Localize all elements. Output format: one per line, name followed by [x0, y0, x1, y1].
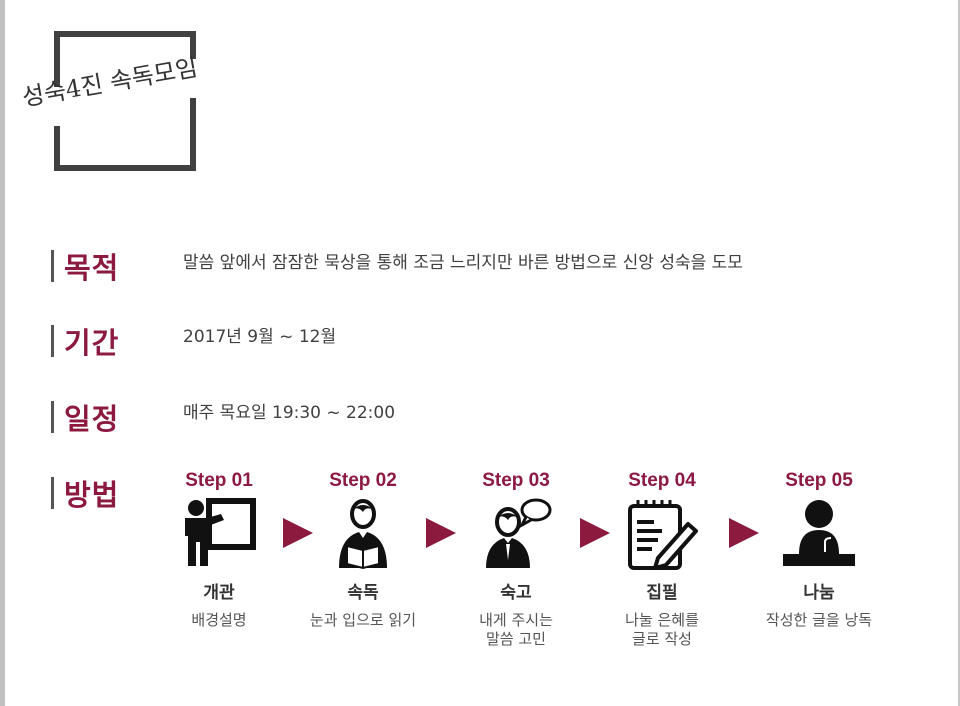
step-name: 속독	[347, 583, 379, 603]
arrow-right-icon	[729, 518, 759, 548]
step-description-line: 글로 작성	[632, 630, 692, 648]
step-description-line: 배경설명	[191, 611, 247, 629]
section-purpose-text: 말씀 앞에서 잠잠한 묵상을 통해 조금 느리지만 바른 방법으로 신앙 성숙을…	[183, 253, 743, 273]
arrow-right-icon	[580, 518, 610, 548]
left-edge-border	[0, 0, 5, 706]
step-description-line: 내게 주시는	[479, 611, 553, 629]
section-schedule: 일정	[51, 396, 119, 438]
step-description-line: 나눌 은혜를	[625, 611, 699, 629]
frame-right-upper	[190, 31, 196, 59]
step-name: 나눔	[803, 583, 835, 603]
section-label: 일정	[64, 402, 120, 436]
frame-top	[54, 31, 196, 37]
frame-left-lower	[54, 126, 60, 171]
step-name: 개관	[203, 583, 235, 603]
step-description: 내게 주시는 말씀 고민	[441, 611, 591, 649]
step-name: 집필	[646, 583, 678, 603]
step-03: Step 03 숙고 내게 주시는 말씀 고민	[441, 468, 591, 649]
section-purpose: 목적	[51, 245, 119, 287]
section-bar	[51, 325, 54, 357]
frame-bottom	[54, 165, 196, 171]
section-schedule-text: 매주 목요일 19:30 ~ 22:00	[183, 403, 396, 423]
step-description: 눈과 입으로 읽기	[288, 611, 438, 630]
frame-left-upper	[54, 31, 60, 87]
step-description-line: 눈과 입으로 읽기	[309, 611, 417, 629]
speaker-podium-icon	[779, 498, 859, 572]
step-description: 작성한 글을 낭독	[744, 611, 894, 630]
step-description: 배경설명	[144, 611, 294, 630]
section-method: 방법	[51, 472, 119, 514]
section-bar	[51, 250, 54, 282]
step-number: Step 04	[628, 470, 696, 491]
section-label: 기간	[64, 326, 120, 360]
step-description: 나눌 은혜를 글로 작성	[587, 611, 737, 649]
step-01: Step 01 개관 배경설명	[144, 468, 294, 630]
right-edge-border	[958, 0, 960, 706]
arrow-right-icon	[283, 518, 313, 548]
person-speech-bubble-icon	[476, 498, 556, 572]
step-05: Step 05 나눔 작성한 글을 낭독	[744, 468, 894, 630]
step-02: Step 02 속독 눈과 입으로 읽기	[288, 468, 438, 630]
person-reading-icon	[323, 498, 403, 572]
step-number: Step 01	[185, 470, 253, 491]
section-period: 기간	[51, 320, 119, 362]
frame-right-lower	[190, 98, 196, 171]
section-label: 목적	[64, 251, 120, 285]
step-number: Step 02	[329, 470, 397, 491]
arrow-right-icon	[426, 518, 456, 548]
step-04: Step 04 집필 나눌 은혜를 글로 작성	[587, 468, 737, 649]
notepad-pencil-icon	[622, 498, 702, 572]
presentation-board-icon	[179, 498, 259, 572]
step-number: Step 05	[785, 470, 853, 491]
title-frame	[54, 31, 196, 171]
section-bar	[51, 477, 54, 509]
step-description-line: 말씀 고민	[486, 630, 546, 648]
step-description-line: 작성한 글을 낭독	[765, 611, 873, 629]
section-label: 방법	[64, 478, 120, 512]
section-period-text: 2017년 9월 ~ 12월	[183, 327, 337, 347]
section-bar	[51, 401, 54, 433]
step-name: 숙고	[500, 583, 532, 603]
step-number: Step 03	[482, 470, 550, 491]
